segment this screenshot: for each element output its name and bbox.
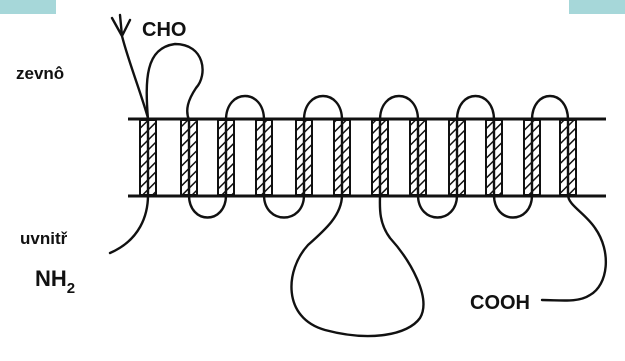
inside-label: uvnitř [20, 229, 68, 248]
amino-terminus-subscript: 2 [67, 280, 75, 297]
outside-label: zevnô [16, 64, 64, 83]
amino-terminus-text: NH [35, 266, 67, 291]
amino-terminus-label: NH2 [35, 266, 75, 297]
carboxyl-terminus-label: COOH [470, 292, 530, 314]
sugar-label: CHO [142, 19, 186, 41]
